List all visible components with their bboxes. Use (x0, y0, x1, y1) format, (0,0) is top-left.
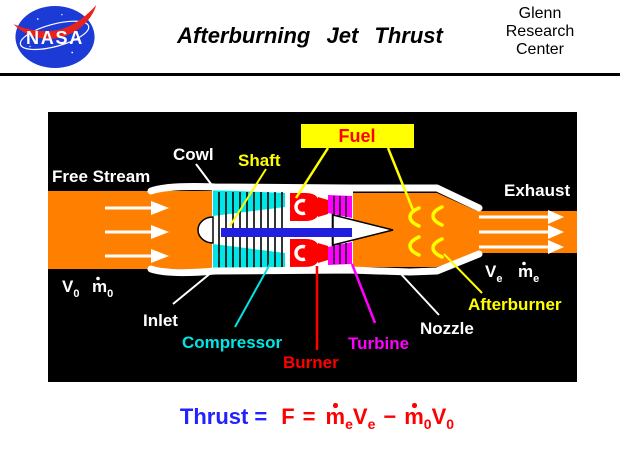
thrust-word: Thrust (179, 404, 249, 429)
fuel-label: Fuel (338, 126, 375, 146)
star-icon (36, 18, 39, 20)
equation-lhs: Thrust= (180, 404, 267, 429)
nozzle-label: Nozzle (420, 319, 474, 338)
burner-label: Burner (283, 353, 339, 372)
overdot-icon (522, 261, 526, 266)
compressor-blades (213, 190, 285, 270)
inlet-label: Inlet (143, 311, 178, 330)
arrow-right-icon (548, 210, 564, 224)
fuel-injector-icon (294, 198, 306, 216)
shaft-leader-line (229, 168, 267, 227)
leader-line (294, 147, 330, 199)
arrow-right-icon (548, 240, 564, 254)
free-stream-arrows (105, 201, 169, 263)
fuel-injector-icon (294, 244, 306, 262)
equation-rhs: F=meVe−m0V0 (267, 403, 455, 432)
cowl-leader-line (195, 163, 212, 185)
compressor-band-top (213, 190, 285, 216)
force-symbol: F (281, 404, 295, 429)
chevron-icon (408, 206, 421, 228)
afterburner-label: Afterburner (468, 295, 562, 314)
compressor-leader-line (234, 263, 271, 328)
org-line: Glenn (518, 5, 562, 22)
chevron-icon (408, 235, 421, 257)
chevron-icon (431, 205, 444, 227)
turbine-label: Turbine (348, 334, 409, 353)
mdote-label: me (518, 262, 539, 285)
equals-sign: = (254, 404, 268, 429)
mdot-0-symbol: m (404, 403, 424, 429)
afterburner-leader-line (443, 253, 483, 294)
turbine-leader-line (350, 263, 377, 324)
fuel-leader-lines (294, 147, 415, 211)
header-divider (0, 73, 620, 76)
burner-neck-top (318, 197, 328, 217)
burner-cans (290, 193, 328, 267)
chevron-icon (431, 237, 444, 259)
arrow-right-icon (548, 225, 564, 239)
subscript: 0 (423, 416, 432, 432)
compressor-band-bottom (213, 244, 285, 270)
arrow-right-icon (151, 225, 169, 239)
burner-neck-bottom (318, 243, 328, 263)
v0-label: V0 (62, 277, 79, 300)
star-icon (29, 45, 31, 48)
cowl-bottom-line (147, 250, 483, 277)
equals-sign: = (302, 404, 316, 429)
ve-symbol: V (352, 404, 368, 429)
orbit-ellipse-icon (19, 20, 90, 51)
turbine-stage-lines (333, 196, 347, 264)
thrust-equation: Thrust=F=meVe−m0V0 (0, 403, 620, 432)
page-title: Afterburning Jet Thrust (177, 23, 443, 48)
org-line: Center (515, 41, 565, 58)
ve-label: Ve (485, 262, 502, 285)
afterburner-duct (352, 193, 477, 267)
arrow-right-icon (151, 201, 169, 215)
burner-top (290, 193, 320, 221)
inlet-flow-variables: V0 m0 (62, 276, 113, 300)
mdot-e-symbol: m (325, 403, 346, 429)
nasa-logo: NASA (13, 5, 97, 68)
arrow-right-icon (151, 249, 169, 263)
burner-bottom (290, 239, 320, 267)
exhaust-arrows (479, 210, 564, 254)
cowl-top-line (147, 183, 483, 212)
inlet-leader-line (172, 271, 213, 305)
star-icon (71, 51, 74, 54)
cowl-label: Cowl (173, 145, 214, 164)
exit-flow-variables: Ve me (485, 261, 539, 285)
subscript: e (345, 416, 353, 432)
fuel-box (301, 124, 414, 148)
flame-holder-chevrons (408, 205, 444, 259)
subscript: e (367, 416, 376, 432)
org-name: Glenn Research Center (480, 5, 600, 59)
nozzle-leader-line (399, 272, 440, 316)
exhaust-label: Exhaust (504, 181, 570, 200)
overdot-icon (96, 276, 100, 281)
engine-diagram: Fuel Free Stream Cowl Shaft Exhaust Inle… (48, 112, 577, 382)
engine-shaft (221, 228, 352, 237)
org-line: Research (505, 23, 575, 40)
v0-symbol: V (431, 404, 447, 429)
compressor-label: Compressor (182, 333, 283, 352)
free-stream-label: Free Stream (52, 167, 150, 186)
red-swoosh-icon (13, 5, 97, 39)
shaft-label: Shaft (238, 151, 281, 170)
minus-sign: − (383, 404, 397, 429)
inlet-spinner (197, 216, 214, 244)
mdot0-label: m0 (92, 277, 113, 300)
nasa-logo-text: NASA (26, 28, 84, 48)
subscript: 0 (446, 416, 455, 432)
nacelle-outline (147, 183, 483, 277)
star-icon (61, 13, 63, 16)
leader-line (386, 147, 415, 211)
